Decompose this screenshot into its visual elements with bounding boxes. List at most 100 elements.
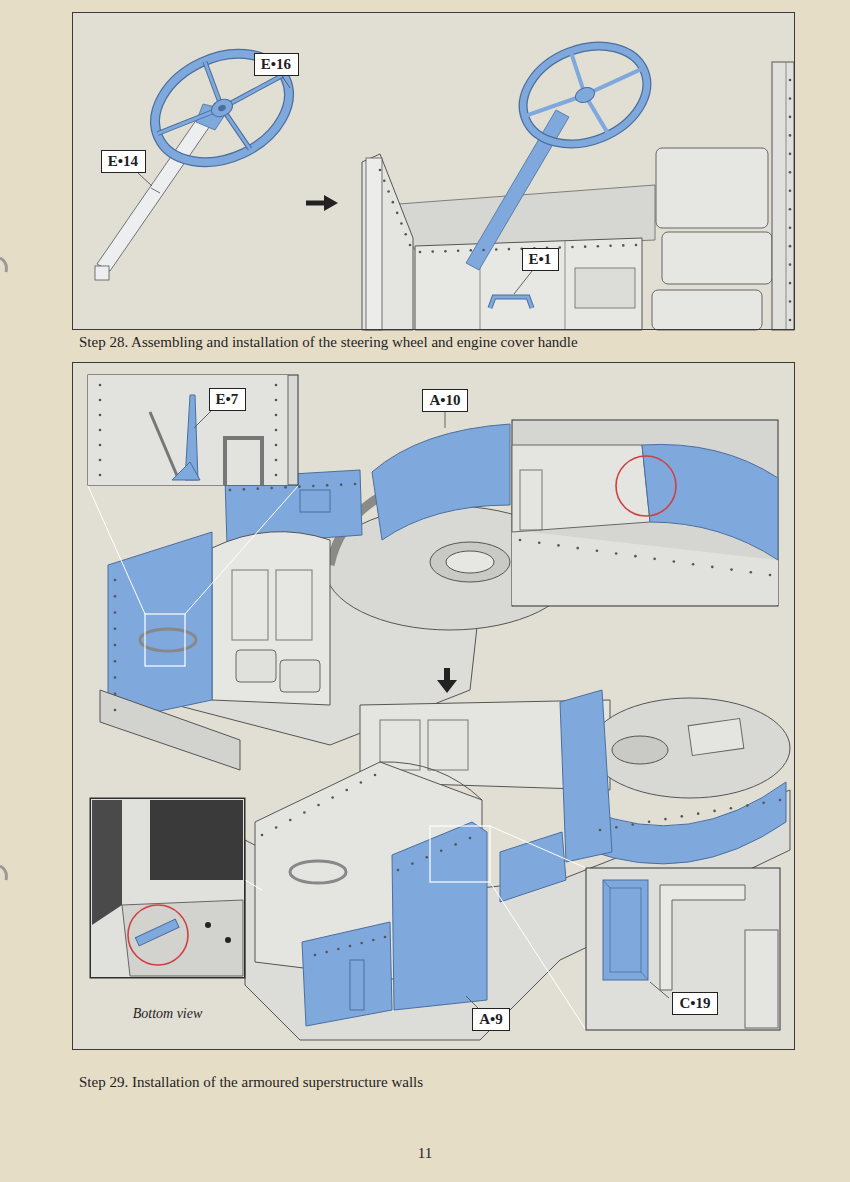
rivet [673,560,676,563]
rivet [354,483,357,486]
rivet [360,942,363,945]
leader-line [194,410,212,428]
step-panel: Step 28. Assembling and installation of … [72,12,795,330]
detail-inset [603,880,610,888]
down-arrow [444,668,450,681]
rivet [615,826,618,829]
rivet [325,951,328,954]
rivet [99,459,102,462]
rivet [599,829,602,832]
rivet [749,571,752,574]
lower-hull [392,822,487,1010]
rivet [275,429,278,432]
rivet [557,544,560,547]
leader-line [282,76,290,88]
step-caption: Step 29. Installation of the armoured su… [79,1074,423,1090]
caption-holder: Step 28. Assembling and installation of … [79,333,578,351]
hull-interior [366,158,382,330]
lower-hull [380,762,482,800]
rivet [769,574,772,577]
steering-wheel [217,104,227,113]
lower-hull [590,698,790,798]
rivet [337,948,340,951]
detail-inset [225,937,231,943]
rivet [730,807,733,810]
down-arrow [437,668,457,693]
detail-inset [520,470,542,530]
rivet [114,709,117,712]
detail-inset [92,800,122,925]
leader-line [650,982,669,998]
rivet [114,644,117,647]
rivet [470,249,473,252]
lower-hull [302,922,392,1026]
rivet [275,444,278,447]
hull-interior [362,28,794,330]
detail-inset [225,438,262,485]
lower-hull [380,720,420,770]
lower-hull [588,782,786,864]
detail-inset [128,905,188,965]
rivet [114,579,117,582]
callout-number: E•14 [102,152,145,170]
down-arrow [437,680,457,693]
rivet [229,489,232,492]
hull-interior [662,232,772,284]
leader-line [138,173,152,186]
rivet [275,474,278,477]
detail-inset [150,412,178,478]
rivet [697,812,700,815]
rivet [789,171,792,174]
rivet [270,487,273,490]
assembly-arrow [306,201,326,206]
callout-box: A•9 [472,1008,510,1031]
rivet [404,233,407,236]
view-caption: Bottom view [133,1006,203,1021]
rivet [597,245,600,248]
callout-box: C•19 [672,992,718,1015]
upper-hull [330,474,440,565]
lower-hull [490,826,586,868]
lower-hull [360,700,610,790]
rivet [99,79,792,957]
rivet [99,429,102,432]
steering-wheel [137,33,306,183]
rivet [340,483,343,486]
steering-wheel [158,104,222,137]
steering-wheel [97,116,212,271]
rivet [298,485,301,488]
rivet [99,474,102,477]
upper-hull [118,560,480,745]
rivet [243,488,246,491]
upper-hull [300,490,330,512]
detail-inset [512,420,778,606]
rivet [789,319,792,322]
lower-hull [688,719,744,756]
callout-box: A•10 [422,389,468,412]
callout-number: E•1 [523,250,558,268]
upper-hull [108,532,212,722]
rivet [508,248,511,251]
lower-hull [245,790,790,1040]
rivet [392,201,395,204]
steering-wheel [158,104,222,137]
rivet [374,774,377,777]
detail-inset [288,375,289,485]
rivet [426,856,429,859]
hull-interior [772,62,794,330]
leader-line [194,410,669,1008]
rivet [653,558,656,561]
upper-hull [232,570,268,640]
hull-interior [490,297,532,308]
rivet [331,796,334,799]
lower-hull [255,762,482,990]
upper-hull [212,532,330,705]
upper-hull [100,690,240,770]
hull-interior [415,238,642,330]
rivet [711,566,714,569]
hull-interior [480,244,481,330]
rivet [275,459,278,462]
leader-line [445,412,446,428]
rivet [275,414,278,417]
rivet [789,226,792,229]
